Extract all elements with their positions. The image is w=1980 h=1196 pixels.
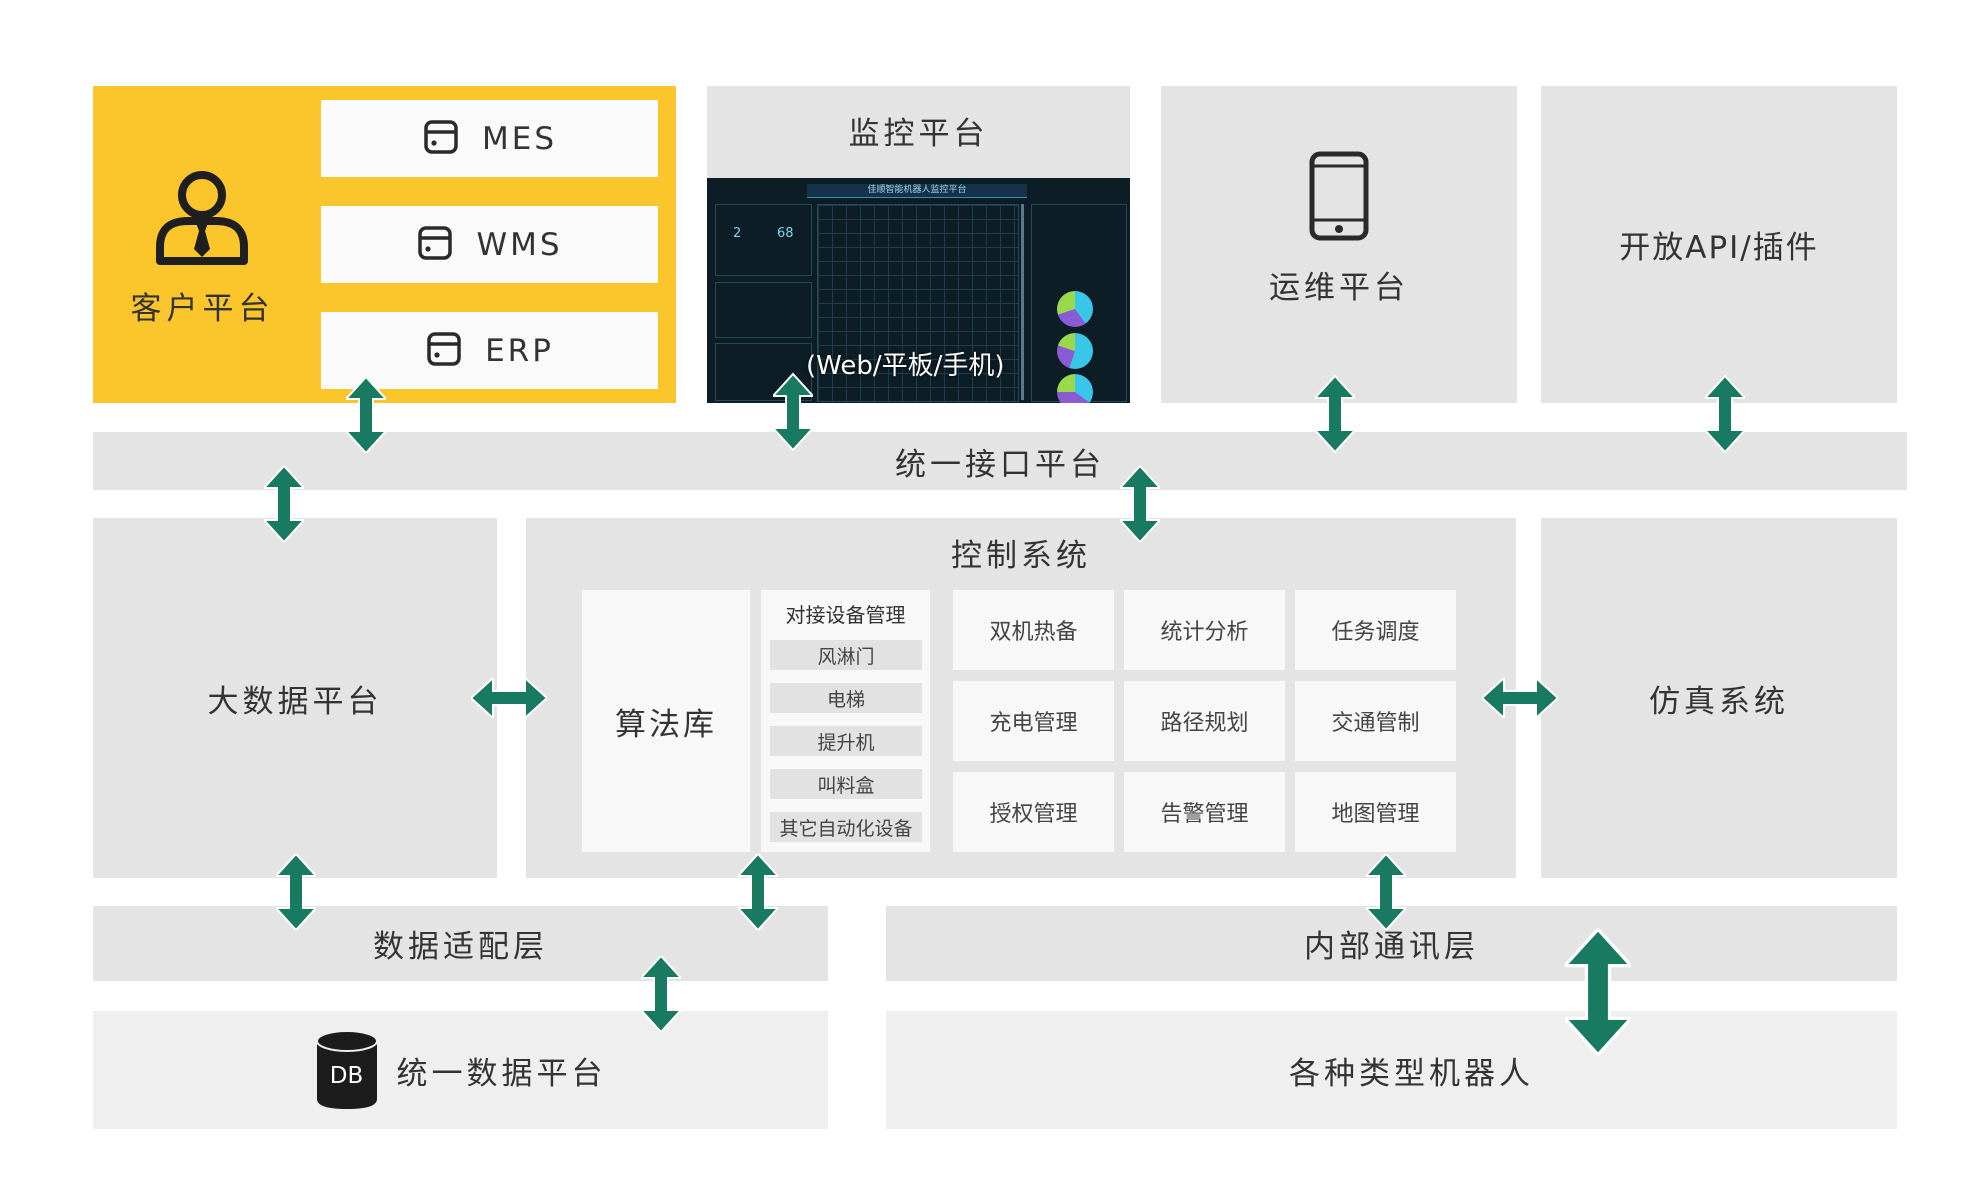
database-icon	[425, 330, 463, 372]
unified-interface-label: 统一接口平台	[895, 446, 1105, 483]
database-icon	[416, 224, 454, 266]
unified-data-label: 统一数据平台	[396, 1055, 607, 1092]
pie-chart-icon	[1057, 374, 1093, 403]
internal-comm-layer: 内部通讯层	[886, 906, 1897, 981]
open-api-panel: 开放API/插件	[1541, 86, 1897, 403]
device-item[interactable]: 提升机	[770, 726, 922, 756]
db-icon-label: DB	[329, 1063, 364, 1089]
data-adapter-label: 数据适配层	[373, 929, 548, 965]
function-cell[interactable]: 路径规划	[1124, 681, 1285, 761]
dashboard-stat-b: 68	[777, 226, 794, 241]
open-api-label: 开放API/插件	[1619, 230, 1819, 266]
robots-panel: 各种类型机器人	[886, 1011, 1897, 1129]
unified-interface-bar: 统一接口平台	[93, 432, 1907, 490]
wms-label: WMS	[476, 226, 563, 263]
simulation-system-panel: 仿真系统	[1541, 518, 1897, 878]
function-cell[interactable]: 地图管理	[1295, 772, 1456, 852]
data-adapter-layer: 数据适配层	[93, 906, 828, 981]
function-cell[interactable]: 授权管理	[953, 772, 1114, 852]
ops-platform-label: 运维平台	[1269, 269, 1409, 306]
database-icon	[422, 118, 460, 160]
pie-chart-icon	[1057, 333, 1093, 369]
mes-system-box[interactable]: MES	[321, 100, 658, 177]
algorithm-library-label: 算法库	[615, 706, 717, 743]
monitor-dashboard-screenshot: 佳顺智能机器人监控平台 2 68	[707, 178, 1130, 403]
device-management-title: 对接设备管理	[785, 602, 906, 627]
dashboard-map-area	[817, 204, 1019, 402]
customer-platform-label: 客户平台	[130, 290, 275, 327]
wms-system-box[interactable]: WMS	[321, 206, 658, 283]
dashboard-header: 佳顺智能机器人监控平台	[807, 184, 1027, 198]
erp-system-box[interactable]: ERP	[321, 312, 658, 389]
function-cell[interactable]: 双机热备	[953, 590, 1114, 670]
function-cell[interactable]: 交通管制	[1295, 681, 1456, 761]
robots-label: 各种类型机器人	[1289, 1055, 1534, 1092]
dashboard-stat-a: 2	[733, 226, 742, 241]
internal-comm-label: 内部通讯层	[1304, 929, 1479, 965]
unified-data-platform: DB 统一数据平台	[93, 1011, 828, 1129]
db-icon: DB	[315, 1029, 379, 1111]
ops-platform-panel	[1161, 86, 1517, 403]
big-data-platform-panel: 大数据平台	[93, 518, 497, 878]
big-data-label: 大数据平台	[207, 683, 383, 720]
function-cell[interactable]: 告警管理	[1124, 772, 1285, 852]
monitor-platform-title: 监控平台	[848, 115, 989, 152]
mobile-phone-icon	[1308, 150, 1370, 242]
device-item[interactable]: 风淋门	[770, 640, 922, 670]
pie-chart-icon	[1057, 291, 1093, 327]
function-cell[interactable]: 任务调度	[1295, 590, 1456, 670]
function-cell[interactable]: 统计分析	[1124, 590, 1285, 670]
function-cell[interactable]: 充电管理	[953, 681, 1114, 761]
monitor-platform-caption: (Web/平板/手机)	[806, 351, 1005, 381]
device-item[interactable]: 其它自动化设备	[770, 812, 922, 842]
control-system-title: 控制系统	[951, 537, 1091, 574]
mes-label: MES	[481, 120, 557, 157]
simulation-label: 仿真系统	[1649, 683, 1789, 720]
algorithm-library-box[interactable]: 算法库	[582, 590, 750, 852]
device-item[interactable]: 电梯	[770, 683, 922, 713]
device-management-box	[761, 590, 930, 852]
device-item[interactable]: 叫料盒	[770, 769, 922, 799]
customer-icon	[152, 167, 252, 267]
erp-label: ERP	[485, 332, 554, 369]
